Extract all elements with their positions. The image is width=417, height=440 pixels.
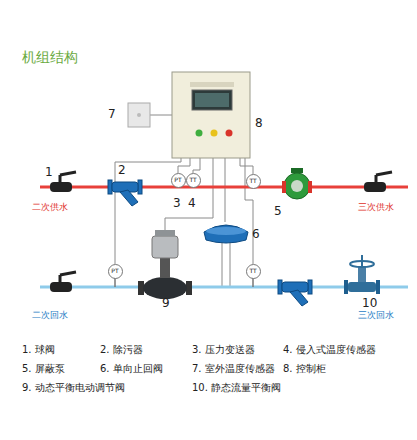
balancing-valve (138, 230, 192, 299)
callout-number: 3 (173, 197, 181, 210)
key-item: 3. 压力变送器 (192, 344, 255, 355)
supply-pipe (40, 186, 408, 189)
sensor-label: TT (189, 177, 196, 183)
callout-number: 7 (108, 108, 116, 121)
sensor-label: TT (249, 268, 256, 274)
key-item: 9. 动态平衡电动调节阀 (22, 382, 125, 393)
callout-number: 1 (45, 166, 53, 179)
callout-number: 10 (362, 297, 377, 310)
outdoor-sensor (128, 103, 150, 127)
ball-valve (50, 172, 392, 292)
callout-number: 9 (162, 297, 170, 310)
sensor-circle: PT (171, 173, 186, 188)
check-valve (204, 225, 248, 243)
canned-pump (282, 168, 312, 199)
sensor-circle: TT (186, 173, 201, 188)
key-item: 4. 侵入式温度传感器 (283, 344, 376, 355)
key-item: 10. 静态流量平衡阀 (192, 382, 281, 393)
sensor-circle: TT (246, 174, 261, 189)
key-item: 7. 室外温度传感器 (192, 363, 275, 374)
sensor-circle: TT (246, 264, 261, 279)
pipe-label: 三次回水 (358, 311, 394, 321)
control-cabinet (172, 72, 250, 158)
static-balancing-valve (344, 255, 380, 294)
sensor-label: TT (249, 178, 256, 184)
callout-number: 5 (274, 205, 282, 218)
key-item: 8. 控制柜 (283, 363, 326, 374)
diagram-title: 机组结构 (22, 50, 78, 65)
pipe-label: 二次供水 (32, 203, 68, 213)
sensor-circle: PT (108, 264, 123, 279)
callout-number: 4 (188, 197, 196, 210)
callout-number: 6 (252, 228, 260, 241)
pipe-label: 二次回水 (32, 311, 68, 321)
strainer (108, 180, 312, 306)
key-item: 1. 球阀 (22, 344, 55, 355)
callout-number: 2 (118, 164, 126, 177)
key-item: 2. 除污器 (100, 344, 143, 355)
callout-number: 8 (255, 117, 263, 130)
sensor-label: PT (174, 177, 181, 183)
key-item: 5. 屏蔽泵 (22, 363, 65, 374)
pipe-label: 三次供水 (358, 203, 394, 213)
key-item: 6. 单向止回阀 (100, 363, 163, 374)
sensor-label: PT (111, 268, 118, 274)
